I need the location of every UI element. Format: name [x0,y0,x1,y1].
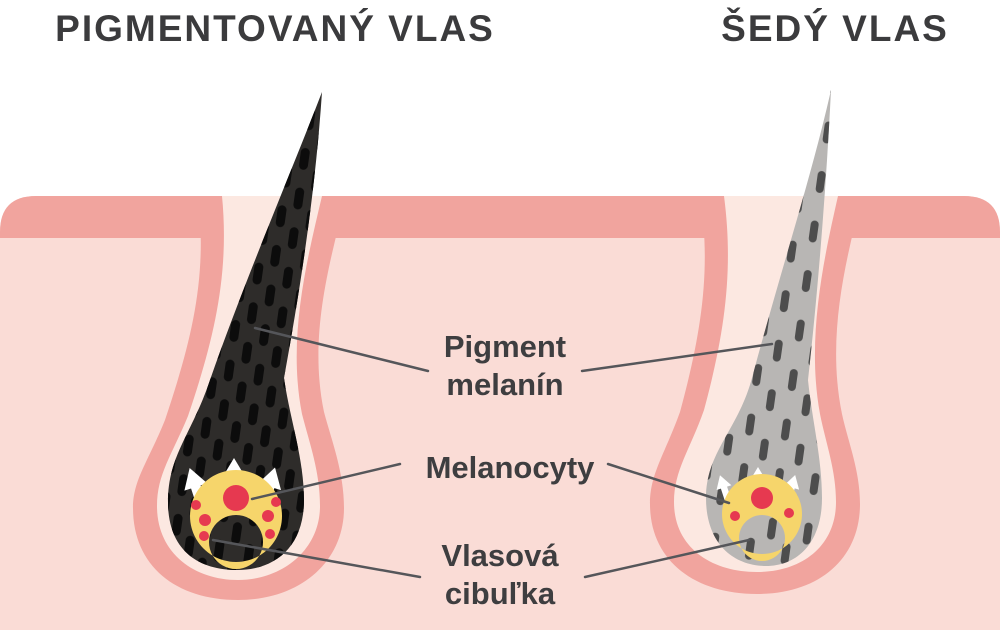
melanocytes-left [191,485,281,541]
bulb-line-right [583,538,751,579]
pointer-lines [211,326,774,579]
hair-matrix-left [190,470,283,569]
label-hair-bulb: Vlasová cibuľka [441,538,559,611]
pigment-line-left [253,326,430,373]
label-melanocytes: Melanocyty [425,450,595,485]
hair-matrix-right [722,474,803,561]
matrix-crescent-left [190,470,283,569]
title-gray-hair: ŠEDÝ VLAS [721,8,949,49]
pigment-line-right [580,342,774,373]
bulb-line-left [211,538,422,579]
label-pigment-melanin: Pigment melanín [443,329,567,402]
melanocytes-line-left [250,462,402,501]
melanocytes-line-right [606,462,731,505]
melanocytes-right [730,487,794,521]
matrix-crescent-right [722,474,803,561]
title-pigmented-hair: PIGMENTOVANÝ VLAS [55,8,495,49]
